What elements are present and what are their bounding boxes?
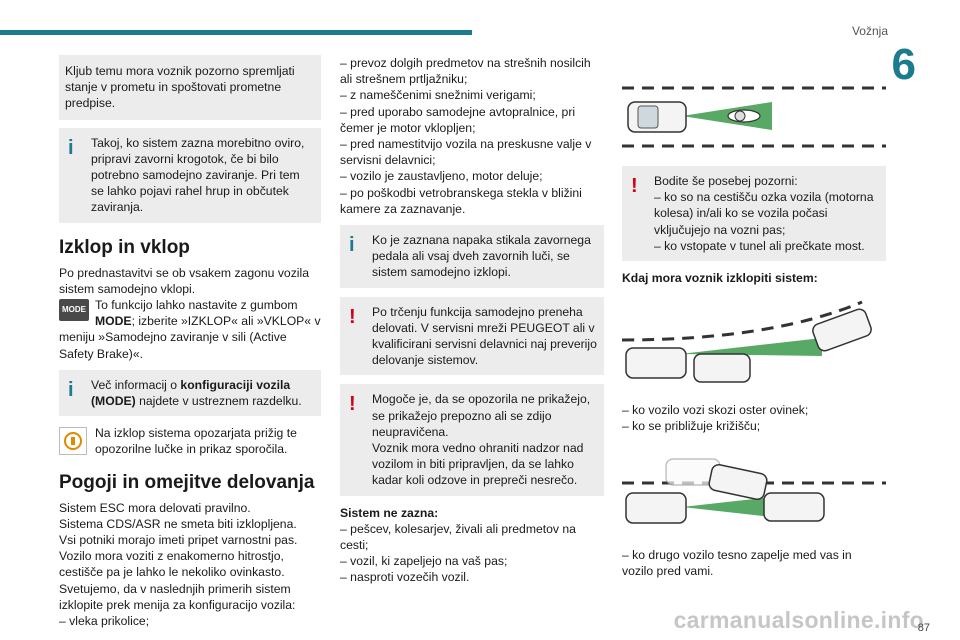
info-text: Takoj, ko sistem zazna morebitno oviro, … [91, 135, 305, 215]
list-item: – ko drugo vozilo tesno zapelje med vas … [622, 547, 852, 578]
exclamation-icon: ! [349, 393, 356, 416]
list-item: – vozilo je zaustavljeno, motor deluje; [340, 169, 543, 184]
list-item: – z nameščenimi snežnimi verigami; [340, 88, 536, 103]
info-icon: i [349, 234, 355, 257]
cut-in-diagram-graphic [622, 458, 886, 524]
note-text: Kljub temu mora voznik pozorno spremljat… [65, 64, 295, 111]
para-conditions: Sistem ESC mora delovati pravilno. Siste… [59, 500, 298, 612]
warning3-text: Bodite še posebej pozorni: – ko so na ce… [654, 174, 874, 253]
list-item: – pešcev, kolesarjev, živali ali predmet… [340, 521, 576, 553]
info3-text: Ko je zaznana napaka stikala zavornega p… [372, 233, 591, 280]
list-item: – vleka prikolice; [59, 614, 150, 629]
exclamation-icon: ! [631, 175, 638, 197]
heading-pogoji: Pogoji in omejitve delovanja [59, 471, 315, 493]
info2-a: Več informacij o [91, 377, 181, 392]
info-box: i Takoj, ko sistem zazna morebitno oviro… [59, 127, 321, 223]
warning-lamp-text: Na izklop sistema opozarjata prižig te o… [95, 426, 297, 457]
page-number: 87 [917, 622, 930, 634]
top-accent-bar [0, 30, 472, 35]
mode-text-c: ; izberite »IZKLOP« ali »VKLOP« v meniju… [59, 314, 321, 361]
watermark: carmanualsonline.info [673, 607, 924, 633]
warning-box-2: ! Mogoče je, da se opozorila ne prikažej… [340, 384, 604, 496]
info-icon: i [68, 136, 74, 159]
diagram-motorcycle [622, 80, 886, 154]
must-disable-heading: Kdaj mora voznik izklopiti sistem: [622, 271, 818, 286]
warning-lamp-row: Na izklop sistema opozarjata prižig te o… [59, 425, 321, 457]
section-title: Vožnja [851, 24, 888, 38]
exclamation-icon: ! [349, 305, 356, 328]
column-3: ! Bodite še posebej pozorni: – ko so na … [622, 70, 886, 579]
list-item: – nasproti vozečih vozil. [340, 570, 470, 585]
warning-box-1: ! Po trčenju funkcija samodejno preneha … [340, 296, 604, 376]
chapter-number: 6 [891, 40, 916, 89]
list-item: – ko se približuje križišču; [622, 419, 761, 434]
list-item: – vozil, ki zapeljejo na vaš pas; [340, 554, 508, 569]
info2-c: najdete v ustreznem razdelku. [135, 394, 302, 409]
list-item: – pred namestitvijo vozila na preskusne … [340, 137, 592, 168]
note-box: Kljub temu mora voznik pozorno spremljat… [59, 55, 321, 120]
diagram-cut-in [622, 445, 886, 535]
warning1-text: Po trčenju funkcija samodejno preneha de… [372, 304, 597, 368]
warning-box-3: ! Bodite še posebej pozorni: – ko so na … [622, 166, 886, 262]
diagram-sharp-bend [622, 296, 886, 390]
info-box-2: i Več informacij o konfiguraciji vozila … [59, 369, 321, 417]
motorcycle-diagram-graphic [622, 86, 886, 148]
heading-izklop: Izklop in vklop [59, 236, 190, 258]
info-box-3: i Ko je zaznana napaka stikala zavornega… [340, 225, 604, 288]
mode-text-b: MODE [95, 314, 132, 329]
info-icon: i [68, 378, 74, 401]
info2-b: konfiguraciji vozila (MODE) [91, 377, 291, 409]
mode-text-a: To funkcijo lahko nastavite z gumbom [95, 298, 298, 313]
not-detect-heading: Sistem ne zazna: [340, 505, 439, 520]
list-item: – po poškodbi vetrobranskega stekla v bl… [340, 185, 582, 216]
info2-text: Več informacij o konfiguraciji vozila (M… [91, 377, 315, 409]
mode-button-icon: MODE [59, 299, 89, 322]
column-2: – prevoz dolgih predmetov na strešnih no… [340, 55, 604, 586]
brake-warning-lamp-icon [59, 427, 87, 456]
mode-row: MODE To funkcijo lahko nastavite z gumbo… [59, 297, 321, 362]
sharp-bend-diagram-graphic [622, 300, 872, 383]
para-default-on: Po prednastavitvi se ob vsakem zagonu vo… [59, 265, 309, 296]
column-1: Kljub temu mora voznik pozorno spremljat… [59, 55, 321, 629]
list-item: – ko vozilo vozi skozi oster ovinek; [622, 403, 809, 418]
list-item: – prevoz dolgih predmetov na strešnih no… [340, 56, 591, 87]
mode-text: To funkcijo lahko nastavite z gumbom MOD… [59, 297, 321, 362]
warning2-text: Mogoče je, da se opozorila ne prikažejo,… [372, 392, 591, 488]
list-item: – pred uporabo samodejne avtopralnice, p… [340, 104, 576, 135]
